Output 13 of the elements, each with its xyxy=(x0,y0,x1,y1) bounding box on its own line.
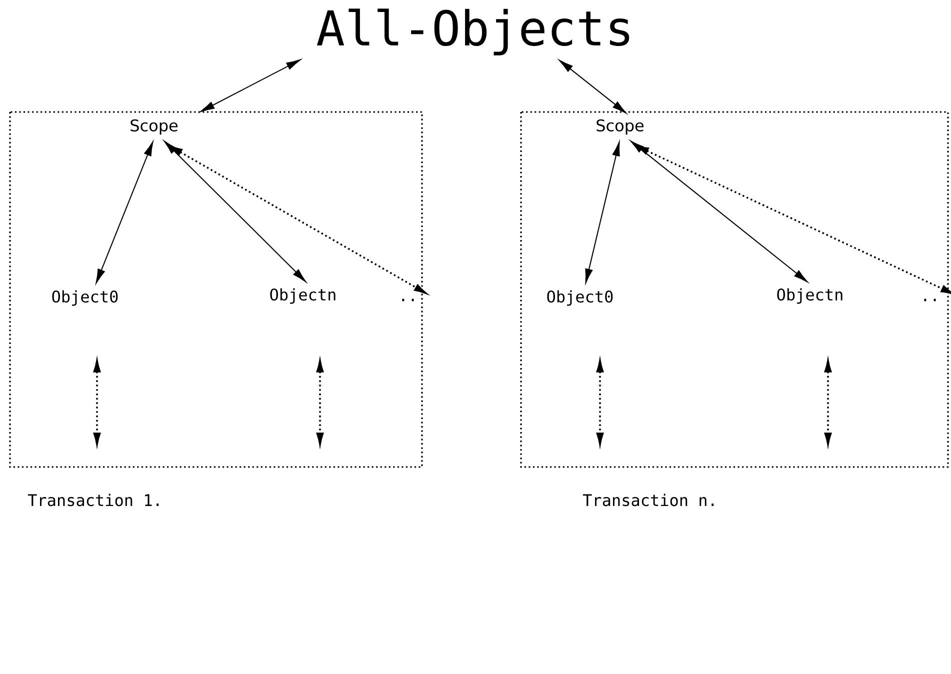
label-text: Scope xyxy=(596,119,644,135)
arrow xyxy=(585,142,620,284)
label-text: Scope xyxy=(130,119,178,135)
ellipsis-text: .. xyxy=(924,298,936,302)
title-text: All-Objects xyxy=(316,8,630,56)
caption-text: Transaction 1. xyxy=(28,494,159,506)
arrow xyxy=(559,60,626,114)
caption-text: Transaction n. xyxy=(582,494,714,506)
label-text: Object0 xyxy=(547,290,613,306)
ellipsis-text: .. xyxy=(402,298,414,302)
arrow xyxy=(96,142,154,284)
label-text: Object0 xyxy=(52,290,118,306)
arrow xyxy=(200,59,301,112)
